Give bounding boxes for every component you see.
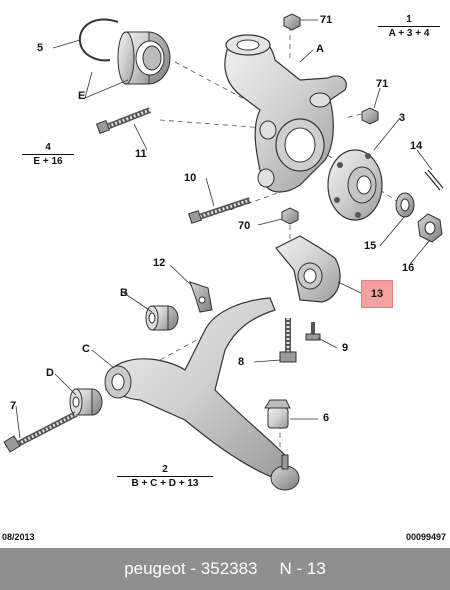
- footer-brand: peugeot: [124, 559, 186, 578]
- diagram-code: 00099497: [405, 532, 446, 542]
- circlip-part: [78, 18, 119, 62]
- nut-71-right-part: [361, 107, 379, 125]
- bolt-7-part: [3, 411, 78, 453]
- wheel-bearing-part: [117, 31, 171, 85]
- split-pin-part: [424, 169, 444, 191]
- label-3[interactable]: 3: [399, 112, 406, 124]
- label-b[interactable]: B: [120, 287, 128, 299]
- label-70[interactable]: 70: [238, 220, 251, 232]
- label-10[interactable]: 10: [184, 172, 197, 184]
- label-16[interactable]: 16: [402, 262, 415, 274]
- group-2: 2 B + C + D + 13: [117, 464, 213, 489]
- label-71-top[interactable]: 71: [320, 14, 333, 26]
- bolt-11-part: [95, 107, 152, 135]
- parts-diagram: 5 E 11 71 A 71 3 14 10 70 15 16 12 B 9 C…: [2, 13, 446, 542]
- exploded-view-drawing: [3, 13, 444, 491]
- bracket-12-part: [189, 281, 213, 313]
- footer-ref: N - 13: [279, 559, 326, 578]
- diagram-date: 08/2013: [2, 532, 35, 542]
- label-14[interactable]: 14: [410, 140, 423, 152]
- nut-70-part: [281, 207, 299, 225]
- nut-71-top-part: [283, 13, 301, 31]
- rear-bush-bracket-part: [275, 235, 341, 303]
- label-71-right[interactable]: 71: [376, 78, 389, 90]
- label-13-highlighted[interactable]: 13: [361, 280, 393, 308]
- label-e[interactable]: E: [78, 90, 86, 102]
- label-6[interactable]: 6: [323, 412, 330, 424]
- label-15[interactable]: 15: [364, 240, 377, 252]
- label-12[interactable]: 12: [153, 257, 166, 269]
- hub-nut-part: [417, 213, 443, 243]
- stabiliser-bush-part: [264, 399, 291, 429]
- footer-separator: -: [190, 559, 197, 578]
- ball-joint-part: [270, 454, 300, 491]
- footer-title: peugeot - 352383: [124, 559, 257, 579]
- front-bush-d-part: [69, 388, 103, 416]
- front-bush-b-part: [145, 305, 179, 331]
- bolt-8-part: [279, 318, 297, 363]
- label-c[interactable]: C: [82, 343, 90, 355]
- footer-bar: peugeot - 352383 N - 13: [0, 548, 450, 590]
- group-1: 1 A + 3 + 4: [378, 14, 440, 39]
- lower-control-arm-part: [104, 297, 289, 481]
- bolt-10-part: [188, 197, 251, 224]
- label-a[interactable]: A: [316, 43, 324, 55]
- bolt-9-part: [305, 322, 321, 341]
- label-d[interactable]: D: [46, 367, 54, 379]
- hub-part: [327, 149, 383, 221]
- label-5[interactable]: 5: [37, 42, 44, 54]
- steering-knuckle-part: [224, 34, 347, 193]
- footer-part-number: 352383: [200, 559, 258, 578]
- label-11[interactable]: 11: [135, 148, 147, 160]
- label-9[interactable]: 9: [342, 342, 349, 354]
- group-4: 4 E + 16: [22, 142, 74, 167]
- label-8[interactable]: 8: [238, 356, 245, 368]
- label-7[interactable]: 7: [10, 400, 17, 412]
